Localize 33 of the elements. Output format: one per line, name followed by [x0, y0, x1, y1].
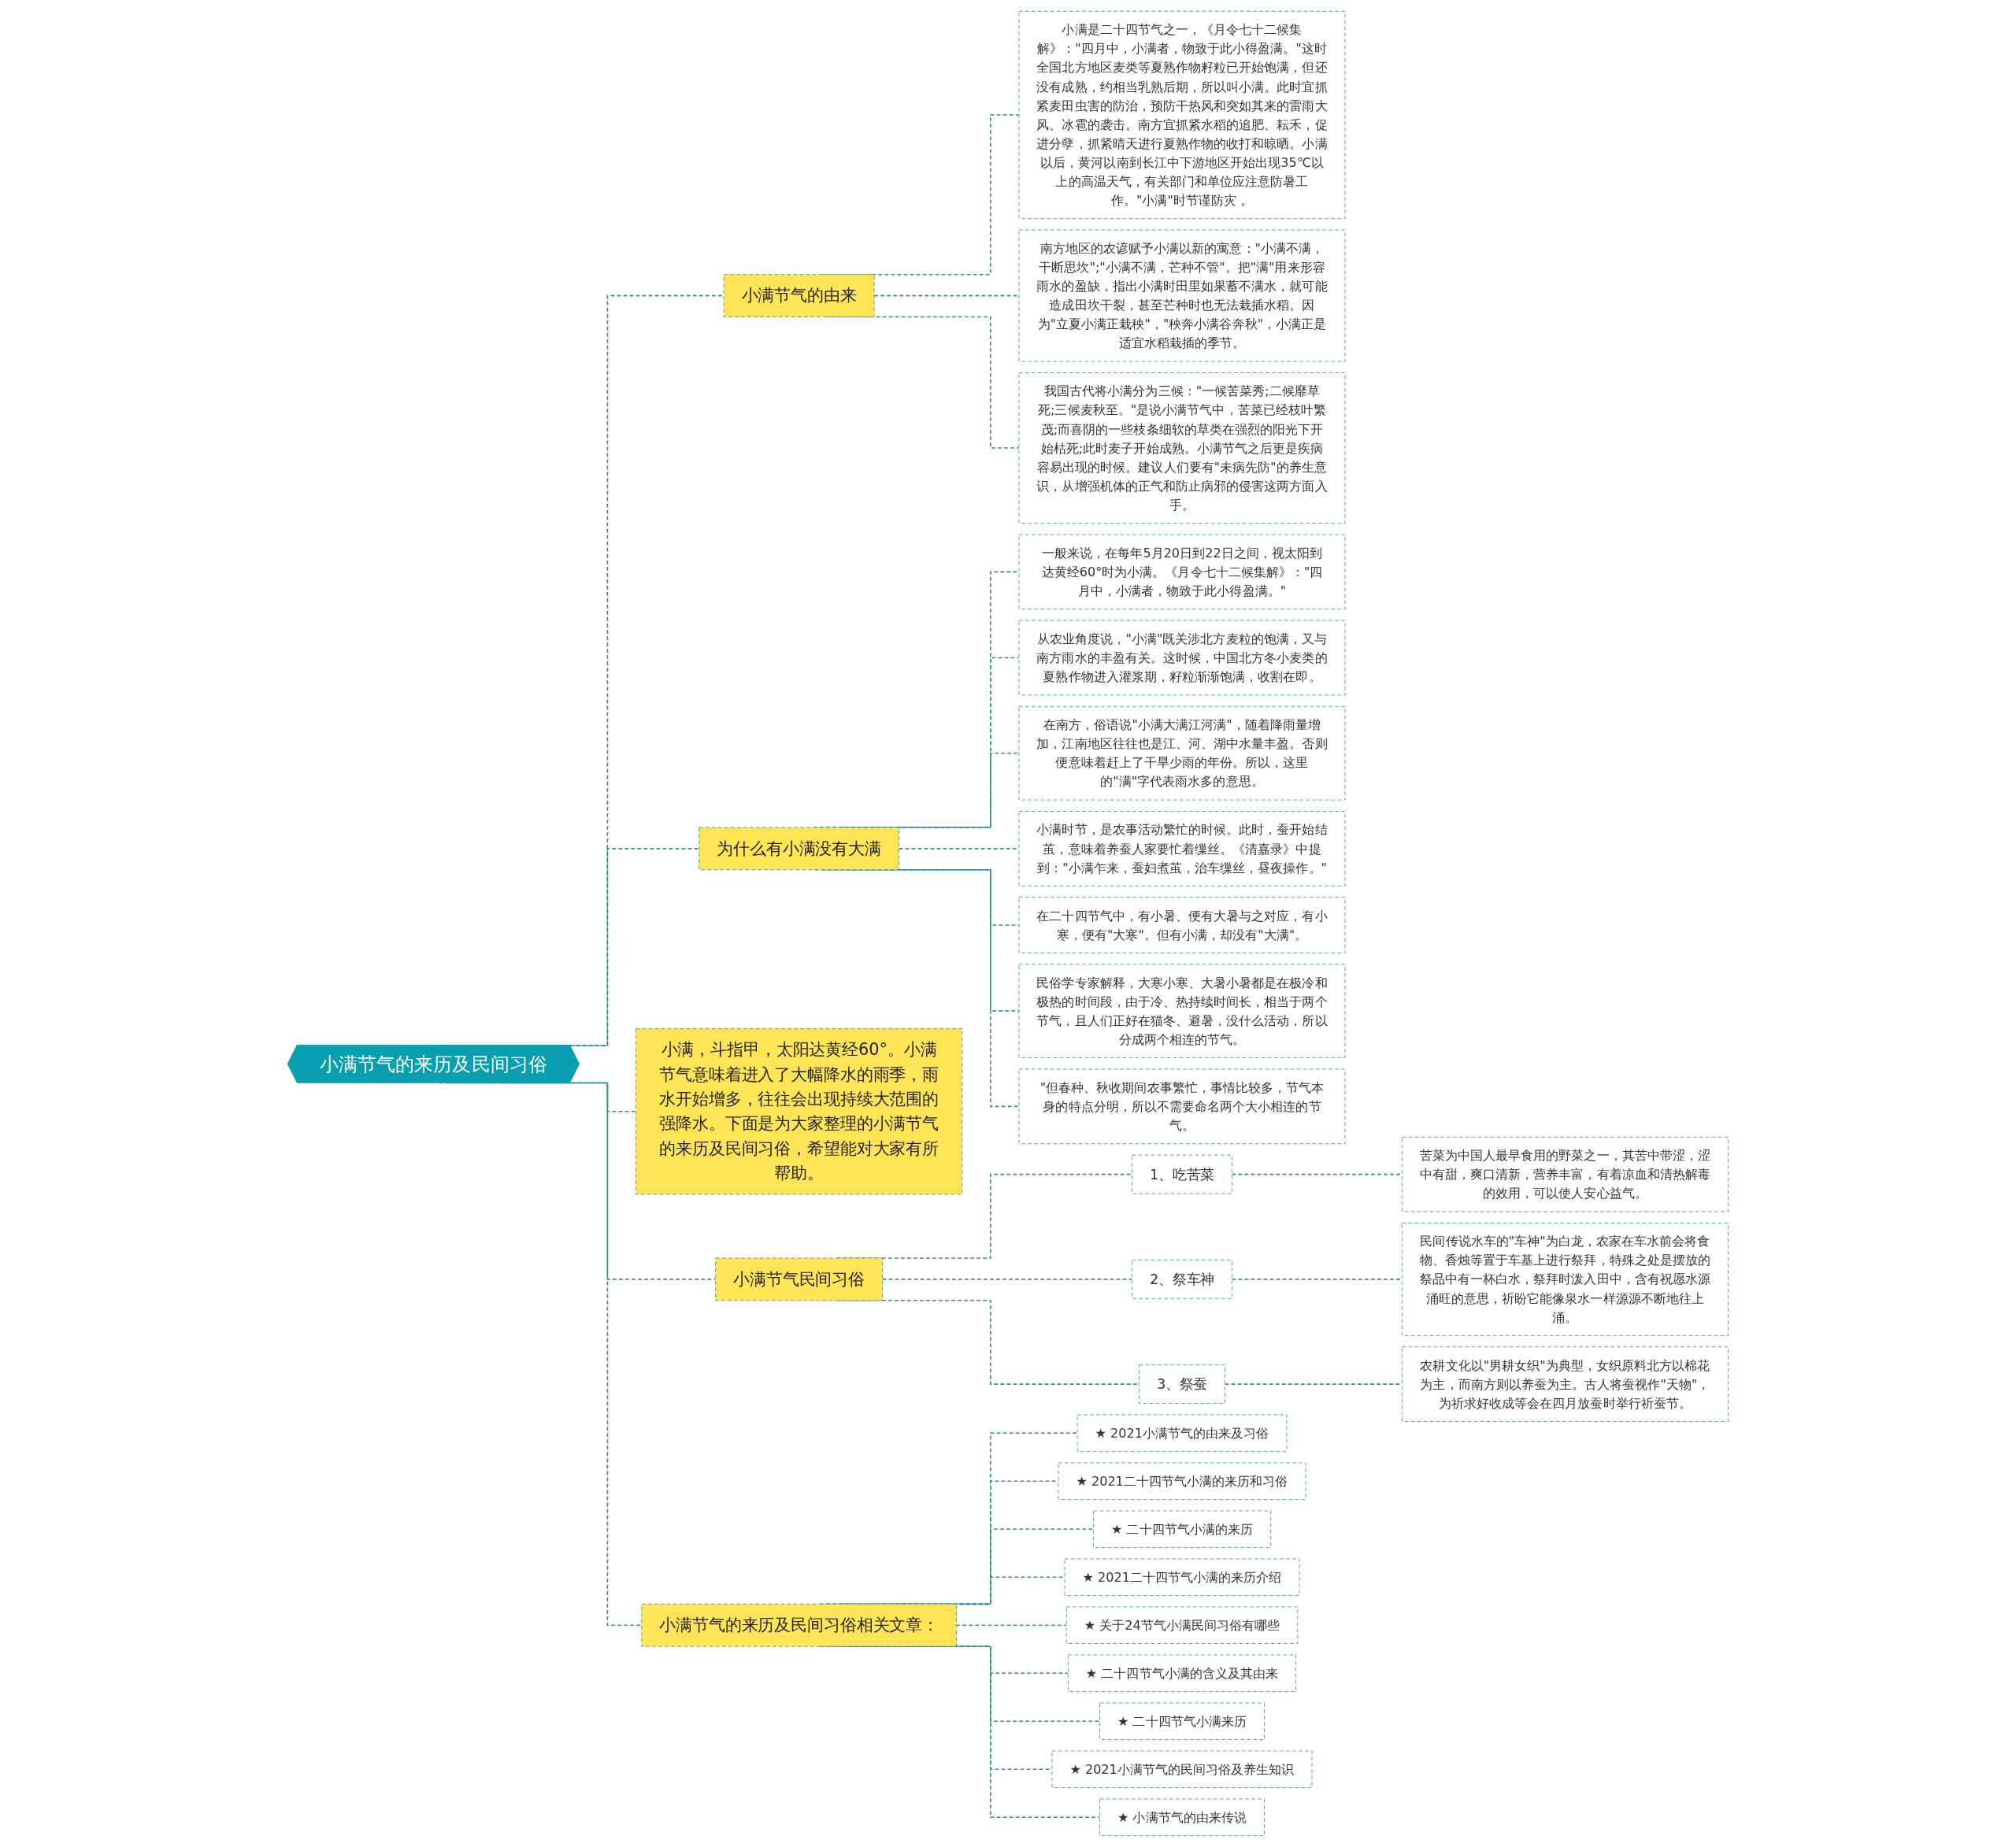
node-box: ★ 2021小满节气的民间习俗及养生知识 [1051, 1750, 1313, 1788]
node-box: ★ 二十四节气小满来历 [1099, 1702, 1265, 1740]
node-box: 小满节气的由来 [723, 274, 875, 317]
node-box: "但春种、秋收期间农事繁忙，事情比较多，节气本身的特点分明，所以不需要命名两个大小相连的节气。 [1018, 1068, 1346, 1145]
connector [955, 1624, 1068, 1627]
node-box: ★ 二十四节气小满的来历 [1093, 1510, 1271, 1548]
node-box: 为什么有小满没有大满 [699, 827, 899, 871]
node-box: 南方地区的农谚赋予小满以新的寓意："小满不满，干断思坎";"小满不满，芒种不管"。把"满"用来形容雨水的盈缺，指出小满时田里如果蓄不满水，就可能造成田坎干裂，甚至芒种时也无法栽插水稻。因为"立夏小满正栽秧"，"秧奔小满谷奔秋"，小满正是适宜水稻栽插的季节。 [1018, 229, 1346, 362]
node-box: 从农业角度说，"小满"既关涉北方麦粒的饱满，又与南方雨水的丰盈有关。这时候，中国北方冬小麦类的夏熟作物进入灌浆期，籽粒渐渐饱满，收割在即。 [1018, 620, 1346, 696]
node-box: 小满时节，是农事活动繁忙的时候。此时，蚕开始结茧，意味着养蚕人家要忙着缫丝。《清嘉录》中提到："小满乍来，蚕妇煮茧，治车缫丝，昼夜操作。" [1018, 811, 1346, 886]
node-box: 苦菜为中国人最早食用的野菜之一，其苦中带涩，涩中有甜，爽口清新，营养丰富，有着凉血和清热解毒的效用，可以使人安心益气。 [1401, 1136, 1729, 1212]
node-box: 民俗学专家解释，大寒小寒、大暑小暑都是在极冷和极热的时间段，由于冷、热持续时间长，相当于两个节气，且人们正好在猫冬、避暑，没什么活动，所以分成两个相连的节气。 [1018, 964, 1346, 1058]
node-box: 2、祭车神 [1132, 1260, 1232, 1299]
connector [881, 1279, 1133, 1280]
node-box: ★ 2021二十四节气小满的来历介绍 [1064, 1558, 1300, 1596]
connector [873, 294, 1020, 297]
node-box: ★ 2021小满节气的由来及习俗 [1077, 1414, 1288, 1452]
node-box: ★ 2021二十四节气小满的来历和习俗 [1058, 1462, 1306, 1500]
node-box: 在二十四节气中，有小暑、便有大暑与之对应，有小寒，便有"大寒"。但有小满，却没有"大满"。 [1018, 897, 1346, 953]
node-box: ★ 关于24节气小满民间习俗有哪些 [1065, 1606, 1299, 1644]
node-box: 1、吃苦菜 [1132, 1154, 1232, 1194]
node-box: 小满节气民间习俗 [715, 1257, 883, 1301]
node-box: 一般来说，在每年5月20日到22日之间，视太阳到达黄经60°时为小满。《月令七十二候集解》："四月中，小满者，物致于此小得盈满。" [1018, 534, 1346, 610]
node-box: ★ 二十四节气小满的含义及其由来 [1068, 1654, 1297, 1692]
node-box: ★ 小满节气的由来传说 [1099, 1798, 1265, 1836]
node-box: 在南方，俗语说"小满大满江河满"，随着降雨量增加，江南地区往往也是江、河、湖中水量丰盈。否则便意味着赶上了干旱少雨的年份。所以，这里的"满"字代表雨水多的意思。 [1018, 705, 1346, 801]
node-box: 民间传说水车的"车神"为白龙，农家在车水前会将食物、香烛等置于车基上进行祭拜，特殊之处是摆放的祭品中有一杯白水，祭拜时泼入田中，含有祝愿水源涌旺的意思，祈盼它能像泉水一样源源不断地往上涌。 [1401, 1223, 1729, 1336]
node-box: 小满是二十四节气之一，《月令七十二候集解》："四月中，小满者，物致于此小得盈满。"这时全国北方地区麦类等夏熟作物籽粒已开始饱满，但还没有成熟，约相当乳熟后期，所以叫小满。此时宜抓紧麦田虫害的防治，预防干热风和突如其来的雷雨大风、冰雹的袭击。南方宜抓紧水稻的追肥、耘禾，促进分孽，抓紧晴天进行夏熟作物的收打和晾晒。小满以后，黄河以南到长江中下游地区开始出现35℃以上的高温天气，有关部门和单位应注意防暑工作。"小满"时节谨防灾 。 [1018, 11, 1346, 220]
node-box: 3、祭蚕 [1139, 1364, 1226, 1404]
node-box: 我国古代将小满分为三候："一候苦菜秀;二候靡草死;三候麦秋至。"是说小满节气中，苦菜已经枝叶繁茂;而喜阴的一些枝条细软的草类在强烈的阳光下开始枯死;此时麦子开始成熟。小满节气之后更是疾病容易出现的时候。建议人们要有"未病先防"的养生意识，从增强机体的正气和防止病邪的侵害这两方面入手。 [1018, 372, 1346, 524]
node-box: 小满，斗指甲，太阳达黄经60°。小满节气意味着进入了大幅降水的雨季，雨水开始增多，往往会出现持续大范围的强降水。下面是为大家整理的小满节气的来历及民间习俗，希望能对大家有所帮助。 [636, 1028, 963, 1195]
node-box: 农耕文化以"男耕女织"为典型，女织原料北方以棉花为主，而南方则以养蚕为主。古人将蚕视作"天物"，为祈求好收成等会在四月放蚕时举行祈蚕节。 [1401, 1346, 1729, 1422]
node-box: 小满节气的来历及民间习俗相关文章： [641, 1604, 957, 1647]
